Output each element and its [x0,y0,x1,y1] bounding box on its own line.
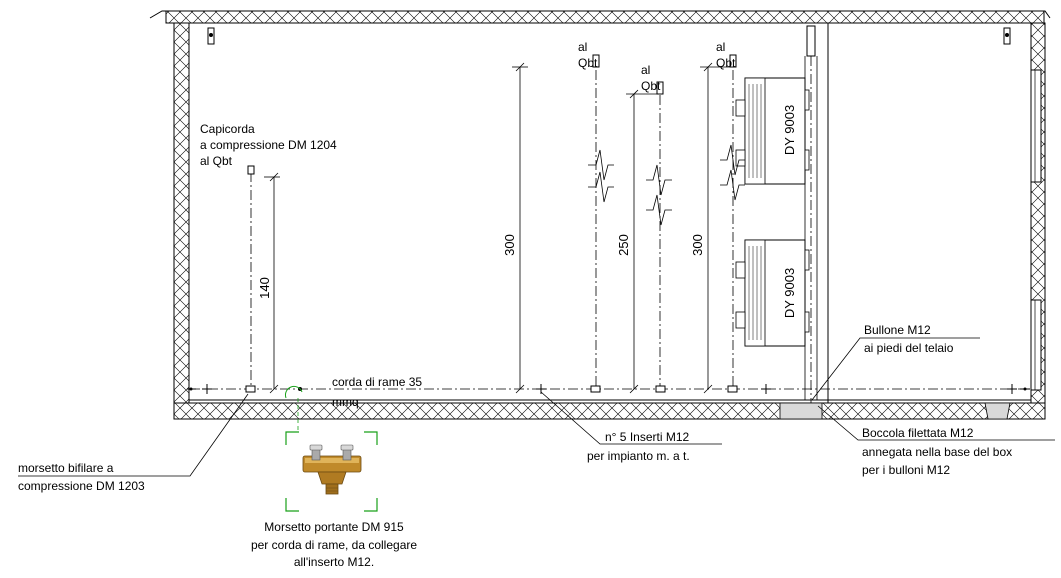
svg-text:ai piedi del telaio: ai piedi del telaio [864,341,954,355]
dy-lower-label: DY 9003 [782,268,797,318]
capicorda-label: Capicorda a compressione DM 1204 al Qbt [200,122,337,168]
dimension-140: 140 [257,172,280,394]
inserti-callout: n° 5 Inserti M12 per impianto m. a t. [540,391,722,463]
door-hinge-lower [1030,299,1042,391]
al-qbt-label-a: al Qbt [578,40,598,70]
insert-marker-4 [1007,384,1017,394]
svg-text:per impianto m. a t.: per impianto m. a t. [587,449,690,463]
rope-clamp-1 [245,385,256,393]
svg-text:al: al [716,40,725,54]
svg-text:all'inserto M12.: all'inserto M12. [294,555,374,569]
al-qbt-label-b: al Qbt [641,63,661,93]
morsetto-portante-detail: Morsetto portante DM 915 per corda di ra… [251,385,417,569]
hook-left [207,27,215,45]
box-walls [149,10,1051,420]
svg-text:Qbt: Qbt [578,56,598,70]
dim-140-label: 140 [257,277,272,299]
dy-upper-label: DY 9003 [782,105,797,155]
dimension-300-right: 300 [690,62,735,394]
svg-text:Qbt: Qbt [716,56,736,70]
corda-label: corda di rame 35 mmq [332,375,422,409]
svg-text:Qbt: Qbt [641,79,661,93]
device-dy-upper: DY 9003 [735,77,810,185]
rope-terminal-left [187,387,196,391]
svg-text:annegata nella base del box: annegata nella base del box [862,445,1012,459]
svg-text:corda di rame 35: corda di rame 35 [332,375,422,389]
svg-text:morsetto bifilare a: morsetto bifilare a [18,461,114,475]
floor-slab [173,402,1046,420]
earth-droppers [247,54,745,386]
left-wall [173,22,190,404]
hook-right [1003,27,1011,45]
hook-partition [806,25,816,403]
break-symbol-1a [588,149,614,181]
dim-250-label: 250 [616,234,631,256]
al-qbt-label-c: al Qbt [716,40,736,70]
detail-arc [284,385,303,399]
rope-clamp-2 [590,385,601,393]
dimension-300-left: 300 [502,62,528,394]
rope-clamp-4 [727,385,738,393]
svg-text:Boccola filettata M12: Boccola filettata M12 [862,426,974,440]
insert-marker-1 [202,384,212,394]
copper-rope [187,384,1030,394]
svg-text:Capicorda: Capicorda [200,122,255,136]
rope-terminal-right [1020,387,1030,391]
svg-text:n° 5 Inserti M12: n° 5 Inserti M12 [605,430,689,444]
svg-text:compressione DM 1203: compressione DM 1203 [18,479,145,493]
dim-300-right-label: 300 [690,234,705,256]
svg-text:Morsetto portante DM 915: Morsetto portante DM 915 [264,520,404,534]
roof-wall [165,10,1045,24]
svg-text:per i bulloni M12: per i bulloni M12 [862,463,950,477]
door-hinge-upper [1030,69,1042,183]
svg-text:per corda di rame, da collegar: per corda di rame, da collegare [251,538,417,552]
svg-text:mmq: mmq [332,395,359,409]
break-symbol-1b [588,171,614,203]
break-symbol-2a [646,164,672,196]
break-symbol-3a [720,144,745,176]
bifilare-callout: morsetto bifilare a compressione DM 1203 [18,393,249,493]
break-symbol-2b [646,194,672,226]
svg-text:Bullone M12: Bullone M12 [864,323,931,337]
floor-socket-right [984,402,1011,420]
dimension-250: 250 [616,89,660,394]
bullone-callout: Bullone M12 ai piedi del telaio [811,323,980,401]
clamp-image [302,444,362,495]
boccola-callout: Boccola filettata M12 annegata nella bas… [817,405,1055,477]
svg-text:al: al [578,40,587,54]
rope-clamp-3 [655,385,666,393]
svg-text:al Qbt: al Qbt [200,154,233,168]
svg-text:a compressione DM 1204: a compressione DM 1204 [200,138,337,152]
floor-socket-left [779,402,823,420]
dim-300-left-label: 300 [502,234,517,256]
svg-text:al: al [641,63,650,77]
device-dy-lower: DY 9003 [735,239,810,347]
insert-marker-3 [761,384,771,394]
break-symbol-3b [720,169,745,201]
